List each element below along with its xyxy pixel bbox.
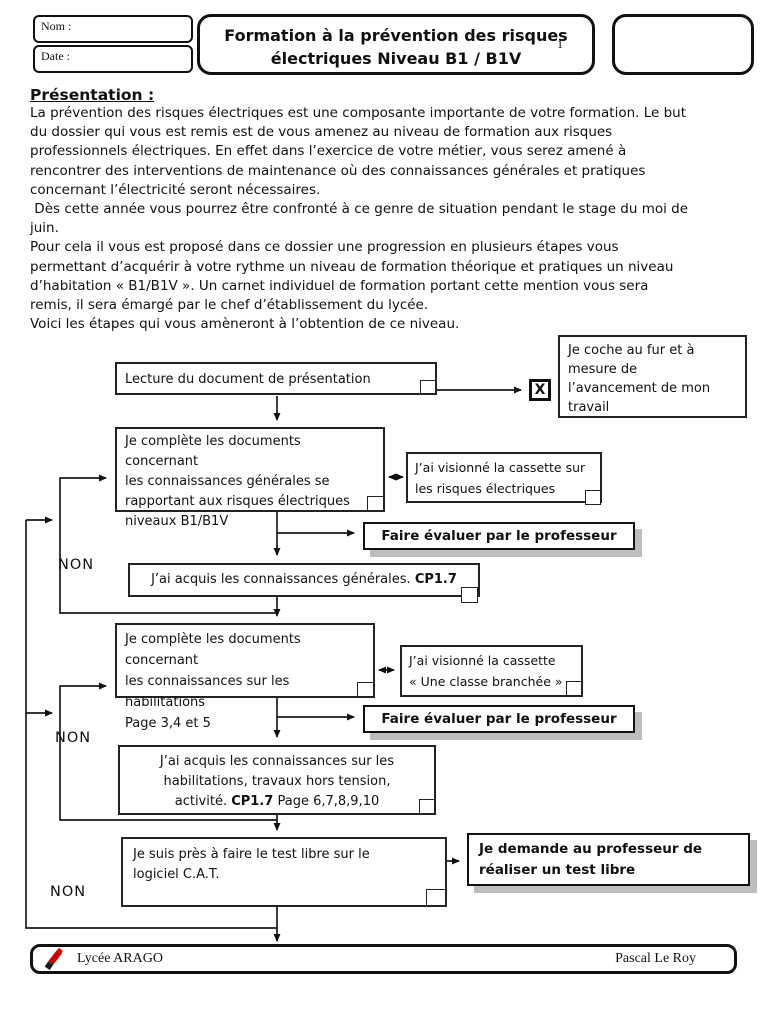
cassette-classe-box: J’ai visionné la cassette« Une classe br…	[400, 645, 583, 697]
acquired-general-checkbox[interactable]	[461, 587, 478, 603]
non-label-2: NON	[55, 730, 92, 746]
general-knowledge-checkbox[interactable]	[367, 496, 384, 511]
line3-prefix: activité.	[174, 794, 232, 809]
teacher-evaluation-label-1: Faire évaluer par le professeur	[381, 528, 617, 544]
acquired-habilitations-line2: habilitations, travaux hors tension,	[163, 774, 391, 789]
acquired-habilitations-line3: activité. CP1.7 Page 6,7,8,9,10	[120, 792, 434, 812]
non-label-1: NON	[58, 557, 95, 573]
presentation-paragraph: La prévention des risques électriques es…	[30, 105, 689, 333]
date-label: Date :	[41, 49, 70, 63]
acquired-habilitations-box: J’ai acquis les connaissances sur les ha…	[118, 745, 436, 815]
footer-bar: Lycée ARAGO Pascal Le Roy	[30, 944, 737, 974]
acquired-habilitations-line1: J’ai acquis les connaissances sur les	[159, 754, 395, 769]
page-number: 1	[557, 37, 563, 51]
footer-school-name: Lycée ARAGO	[77, 951, 163, 966]
non-label-3: NON	[50, 884, 87, 900]
name-field-box: Nom :	[33, 15, 193, 43]
acquired-general-knowledge-box: J’ai acquis les connaissances générales.…	[128, 563, 480, 603]
school-logo-icon	[44, 948, 63, 970]
checked-example-checkbox[interactable]: X	[529, 379, 551, 401]
teacher-evaluation-box-1: Faire évaluer par le professeur	[363, 522, 635, 550]
acquired-habilitations-text: J’ai acquis les connaissances sur les ha…	[120, 747, 434, 812]
check-x-mark: X	[534, 382, 546, 398]
acquired-general-knowledge-code: CP1.7	[414, 572, 457, 587]
cassette-risks-checkbox[interactable]	[585, 490, 601, 505]
date-field-box: Date :	[33, 45, 193, 73]
read-document-checkbox[interactable]	[420, 380, 436, 394]
acquired-general-knowledge-prefix: J’ai acquis les connaissances générales.	[151, 572, 415, 587]
name-label: Nom :	[41, 19, 72, 33]
step-read-document-label: Lecture du document de présentation	[125, 372, 371, 387]
cassette-classe-text: J’ai visionné la cassette« Une classe br…	[409, 653, 563, 689]
header-empty-box	[612, 14, 754, 75]
acquired-habilitations-checkbox[interactable]	[419, 799, 435, 814]
free-test-text: Je suis près à faire le test libre sur l…	[133, 847, 370, 882]
footer-author-name: Pascal Le Roy	[615, 951, 696, 966]
cassette-classe-checkbox[interactable]	[566, 681, 582, 696]
line3-suffix: Page 6,7,8,9,10	[273, 794, 380, 809]
teacher-evaluation-label-2: Faire évaluer par le professeur	[381, 711, 617, 727]
free-test-checkbox[interactable]	[426, 889, 446, 906]
free-test-box: Je suis près à faire le test libre sur l…	[121, 837, 447, 907]
habilitations-checkbox[interactable]	[357, 682, 374, 697]
acquired-general-knowledge-text: J’ai acquis les connaissances générales.…	[151, 570, 457, 590]
presentation-heading: Présentation :	[30, 86, 155, 104]
teacher-evaluation-box-2: Faire évaluer par le professeur	[363, 705, 635, 733]
step-read-document-box: Lecture du document de présentation	[115, 362, 437, 395]
line3-code: CP1.7	[231, 794, 274, 809]
